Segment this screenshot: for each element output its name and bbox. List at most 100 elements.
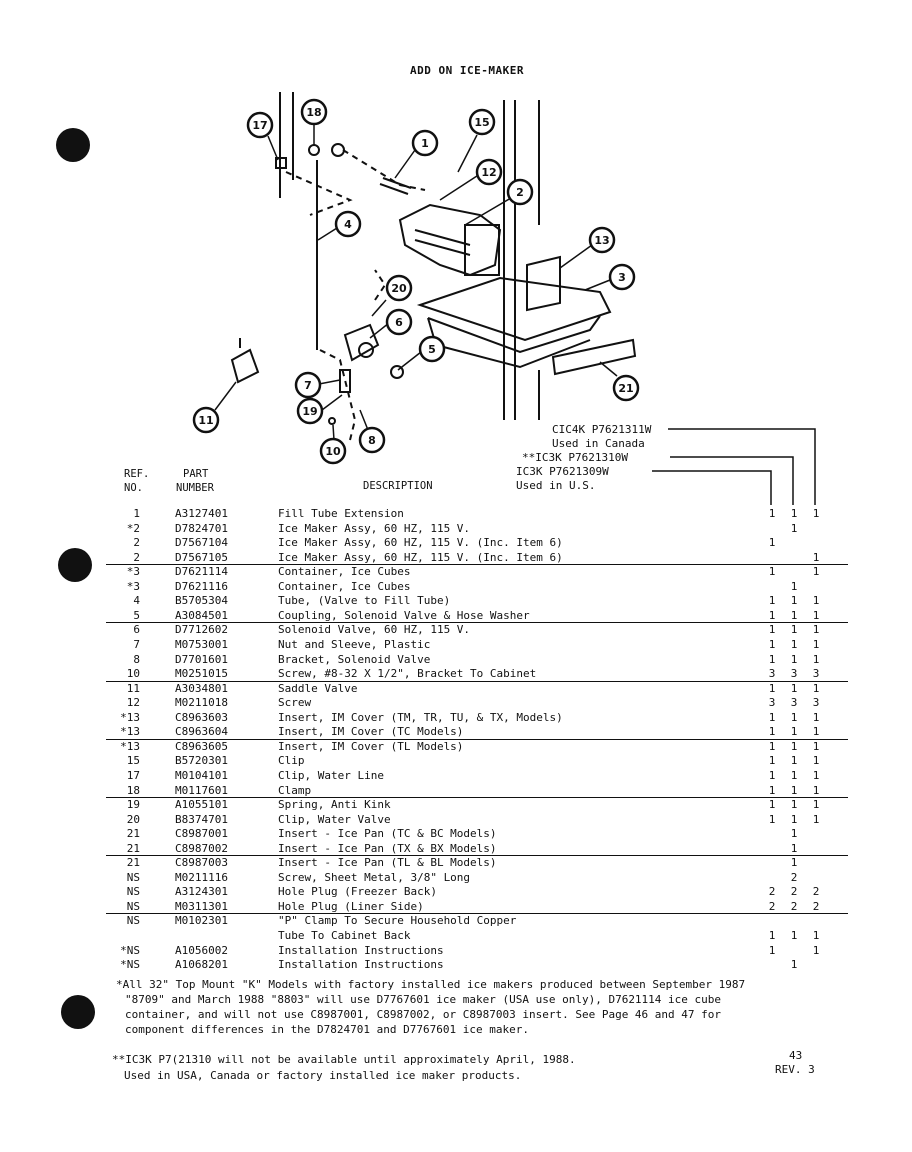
revision-label: REV. 3 [775, 1063, 815, 1076]
description-cell: Insert, IM Cover (TL Models) [278, 739, 464, 753]
description-cell: Saddle Valve [278, 681, 358, 695]
description-cell: Fill Tube Extension [278, 507, 404, 520]
callout-8 [358, 426, 386, 454]
quantity-cell-1: 1 [768, 943, 776, 957]
ref-cell: 5 [133, 608, 140, 622]
ref-cell: 10 [126, 667, 140, 680]
quantity-cell-3: 1 [812, 812, 820, 826]
quantity-cell-3: 1 [812, 652, 820, 666]
description-cell: Hole Plug (Liner Side) [278, 899, 424, 913]
callout-12 [475, 158, 503, 186]
ref-cell: NS [126, 914, 140, 928]
quantity-cell-1: 1 [768, 798, 776, 811]
part-number-cell: C8963604 [175, 725, 228, 739]
ref-cell: *13 [120, 710, 140, 724]
callout-6 [385, 308, 413, 336]
quantity-cell-3: 1 [812, 594, 820, 608]
ref-cell: 7 [133, 638, 140, 651]
quantity-cell-1: 1 [768, 608, 776, 622]
quantity-cell-2: 1 [790, 725, 798, 739]
quantity-cell-3: 1 [812, 623, 820, 637]
part-number-cell: C8963605 [175, 739, 228, 753]
ref-cell: 1 [133, 507, 140, 520]
quantity-cell-3: 1 [812, 739, 820, 753]
description-cell: Insert - Ice Pan (TL & BL Models) [278, 856, 497, 870]
callout-label-13: 13 [594, 234, 609, 247]
callout-label-20: 20 [391, 282, 407, 295]
quantity-cell-3: 1 [812, 929, 820, 942]
part-number-cell: A3124301 [175, 885, 228, 899]
callout-label-19: 19 [302, 405, 317, 418]
quantity-cell-1: 2 [768, 885, 776, 899]
part-number-cell: C8987001 [175, 827, 228, 841]
description-cell: Solenoid Valve, 60 HZ, 115 V. [278, 623, 471, 637]
description-cell: Spring, Anti Kink [278, 798, 391, 811]
model-header-ic3k-309: IC3K P7621309W [516, 465, 609, 478]
quantity-cell-2: 1 [790, 798, 798, 811]
description-cell: Clamp [278, 783, 312, 797]
quantity-cell-3: 3 [812, 667, 820, 680]
description-cell: Clip, Water Valve [278, 812, 391, 826]
ref-cell: 17 [126, 768, 140, 782]
callout-2 [506, 178, 534, 206]
model-header-cic4k: CIC4K P7621311W [552, 423, 652, 436]
exploded-parts-diagram: 17 18 1 15 12 2 4 13 3 20 6 5 7 19 10 8 … [192, 92, 640, 465]
part-number-cell: M0117601 [175, 783, 228, 797]
footnote-star-line-2: "8709" and March 1988 "8803" will use D7… [125, 993, 722, 1006]
quantity-cell-2: 2 [790, 885, 798, 899]
quantity-cell-3: 1 [812, 754, 820, 768]
part-number-cell: B5705304 [175, 594, 228, 608]
callout-20 [385, 274, 413, 302]
table-rule [106, 564, 848, 566]
part-number-cell: A3127401 [175, 507, 228, 520]
model-header-ic3k-309-note: Used in U.S. [516, 479, 596, 492]
callout-1 [411, 129, 439, 157]
description-cell: Coupling, Solenoid Valve & Hose Washer [278, 608, 530, 622]
quantity-cell-3: 1 [812, 710, 820, 724]
part-number-cell: B8374701 [175, 812, 228, 826]
part-number-cell: D7621114 [175, 565, 228, 579]
quantity-cell-1: 1 [768, 739, 776, 753]
callout-label-2: 2 [516, 186, 524, 199]
footnote-dstar-line-2: Used in USA, Canada or factory installed… [124, 1069, 522, 1082]
ref-cell: 2 [133, 550, 140, 564]
table-rule [106, 680, 848, 682]
description-cell: Screw [278, 696, 312, 710]
quantity-cell-2: 1 [790, 841, 798, 855]
description-cell: Insert - Ice Pan (TC & BC Models) [278, 827, 497, 841]
quantity-cell-2: 1 [790, 681, 798, 695]
quantity-cell-2: 1 [790, 739, 798, 753]
quantity-cell-1: 3 [768, 696, 776, 710]
part-number-cell: C8963603 [175, 710, 228, 724]
description-cell: Hole Plug (Freezer Back) [278, 885, 437, 899]
table-rule [106, 622, 848, 624]
callout-21 [612, 374, 640, 402]
quantity-cell-3: 2 [812, 899, 820, 913]
binder-hole-top [56, 128, 90, 162]
quantity-cell-2: 1 [790, 652, 798, 666]
quantity-cell-1: 3 [768, 667, 776, 680]
part-number-cell: M0211018 [175, 696, 228, 710]
description-cell: Ice Maker Assy, 60 HZ, 115 V. [278, 521, 471, 535]
model-header-cic4k-note: Used in Canada [552, 437, 645, 450]
part-number-cell: C8987002 [175, 841, 228, 855]
callout-label-7: 7 [304, 379, 312, 392]
quantity-cell-2: 1 [790, 754, 798, 768]
quantity-cell-1: 1 [768, 783, 776, 797]
quantity-cell-3: 3 [812, 696, 820, 710]
part-number-cell: M0104101 [175, 768, 228, 782]
description-cell: Ice Maker Assy, 60 HZ, 115 V. (Inc. Item… [278, 536, 563, 550]
quantity-cell-3: 1 [812, 783, 820, 797]
